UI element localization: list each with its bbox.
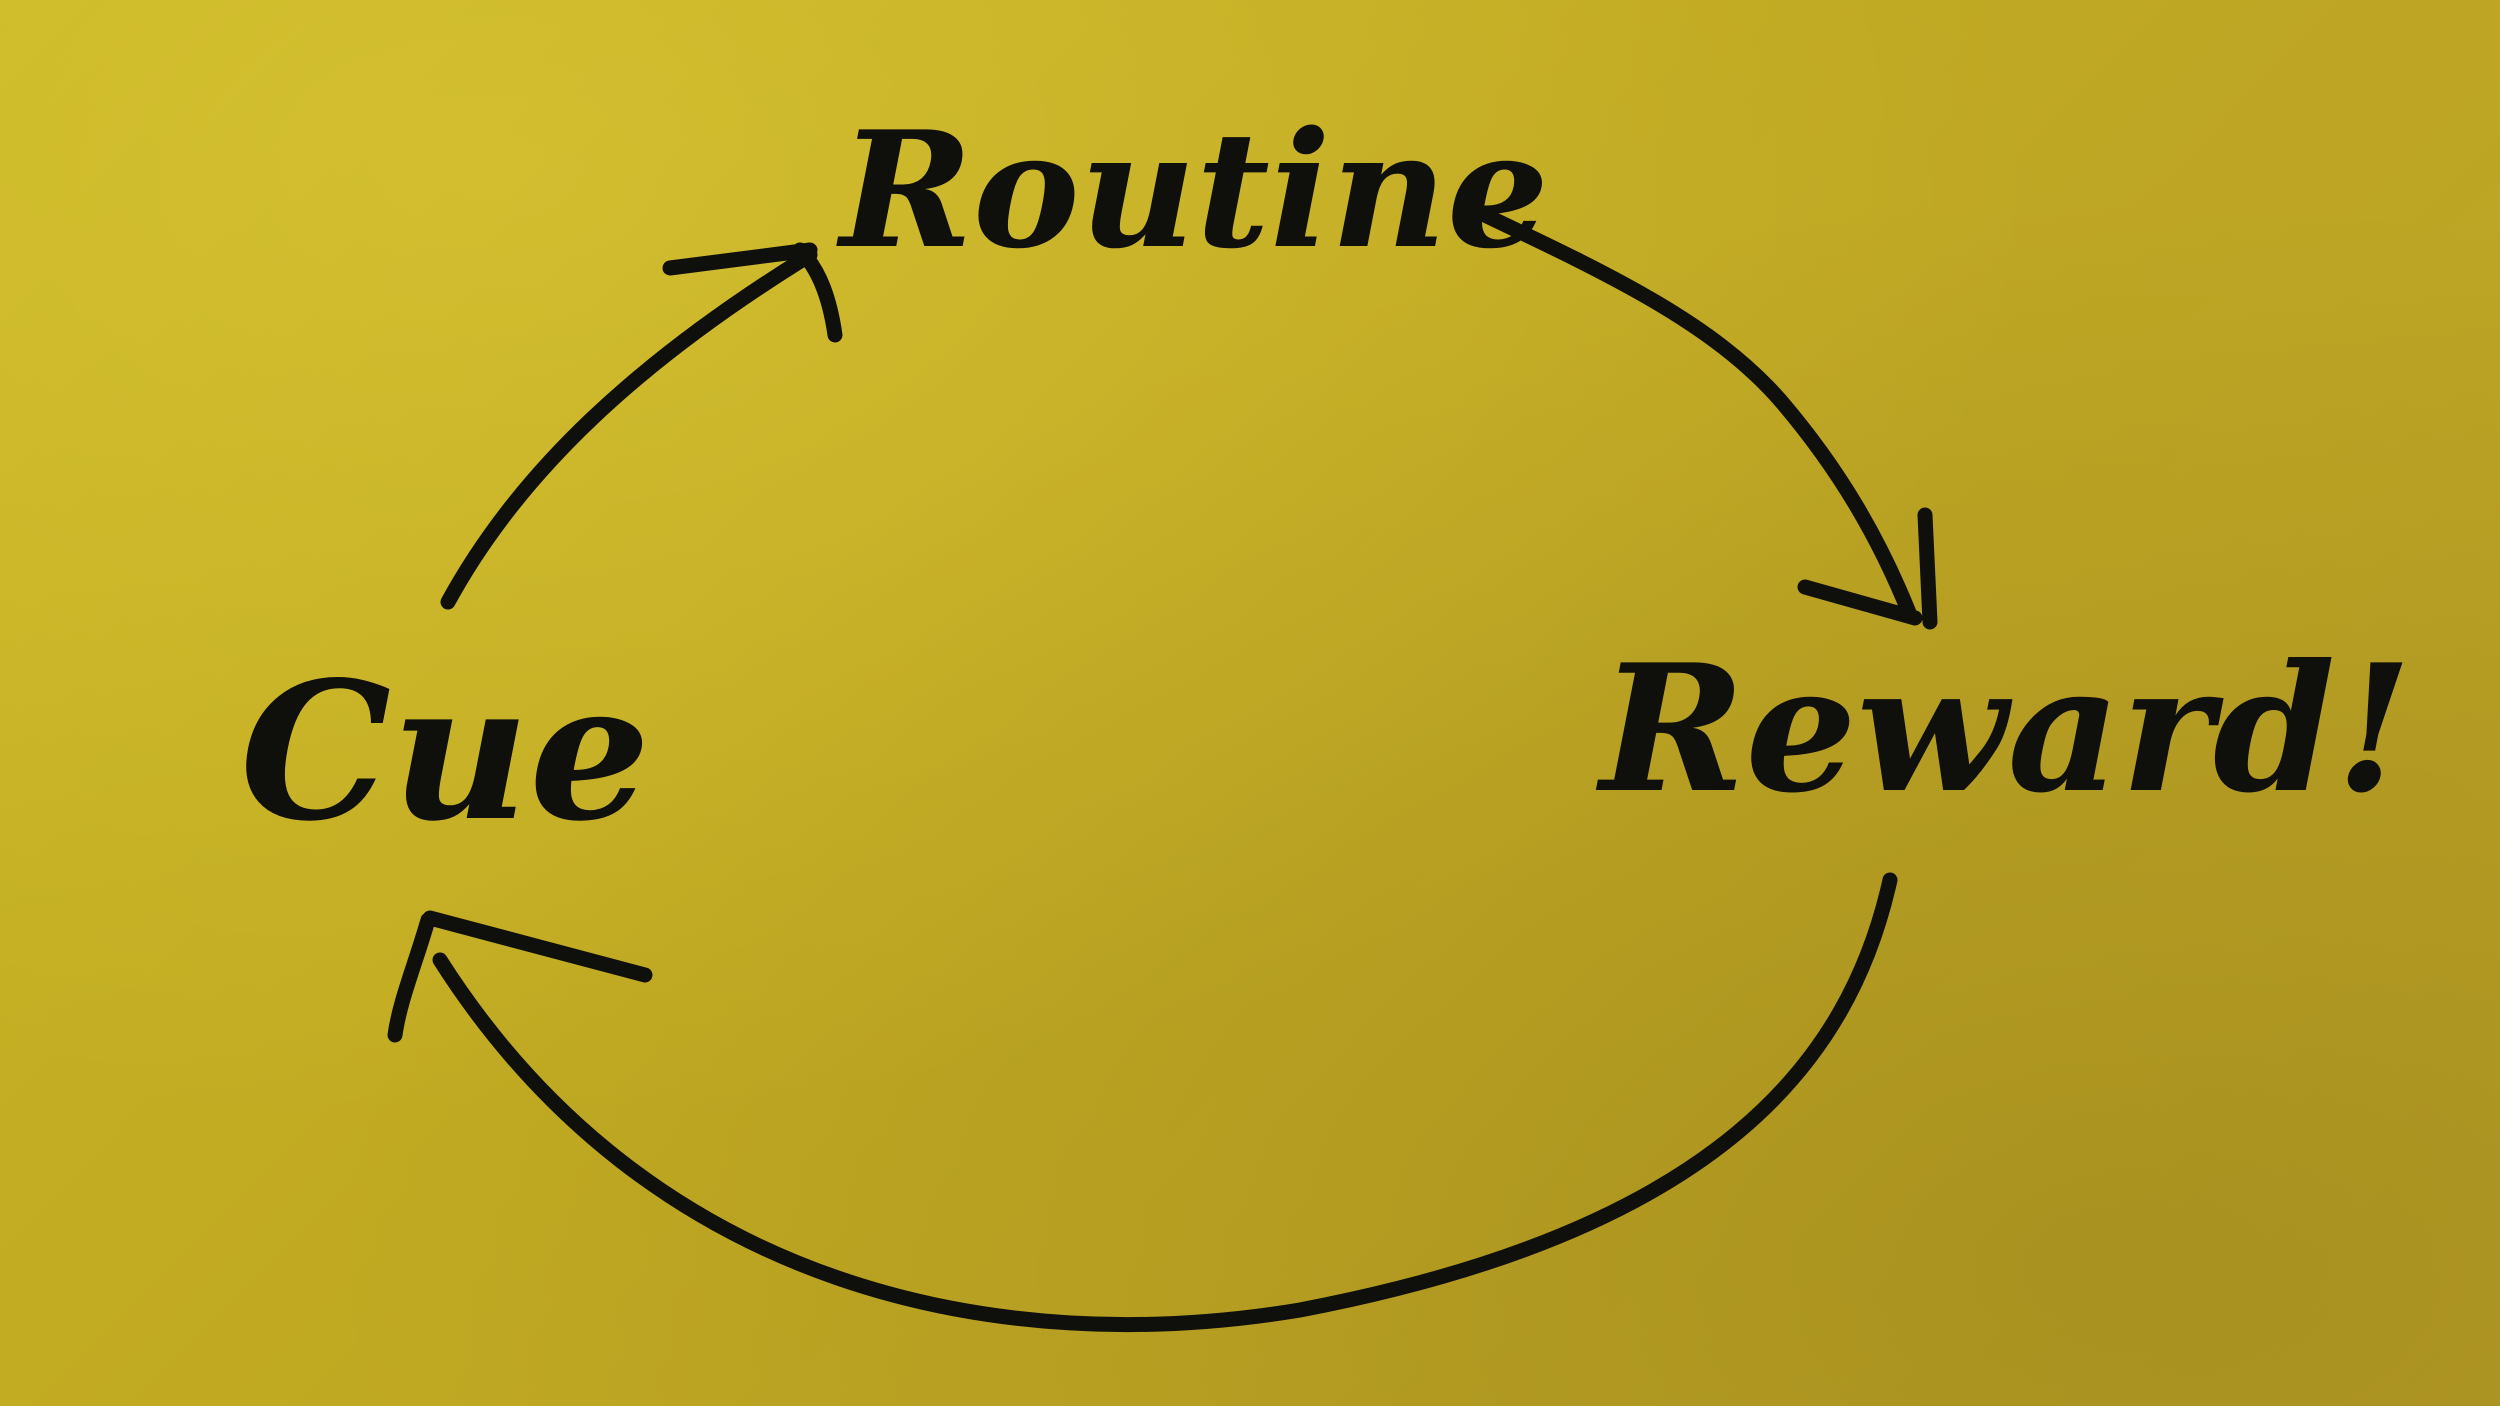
- labels-layer: Cue Routine Reward!: [240, 96, 2412, 863]
- node-label-routine: Routine: [836, 96, 1549, 284]
- arrowhead: [387, 910, 653, 1043]
- node-label-reward: Reward!: [1595, 627, 2412, 832]
- arrow-line: [1462, 200, 1918, 623]
- arrow-reward-to-cue: [387, 872, 1898, 1333]
- arrows-layer: [387, 200, 1938, 1333]
- arrowhead: [1797, 507, 1938, 630]
- arrow-line: [432, 872, 1898, 1333]
- arrow-routine-to-reward: [1462, 200, 1938, 630]
- arrow-line: [440, 247, 818, 610]
- arrowhead: [662, 242, 843, 343]
- node-label-cue: Cue: [240, 640, 650, 863]
- arrow-cue-to-routine: [440, 242, 843, 610]
